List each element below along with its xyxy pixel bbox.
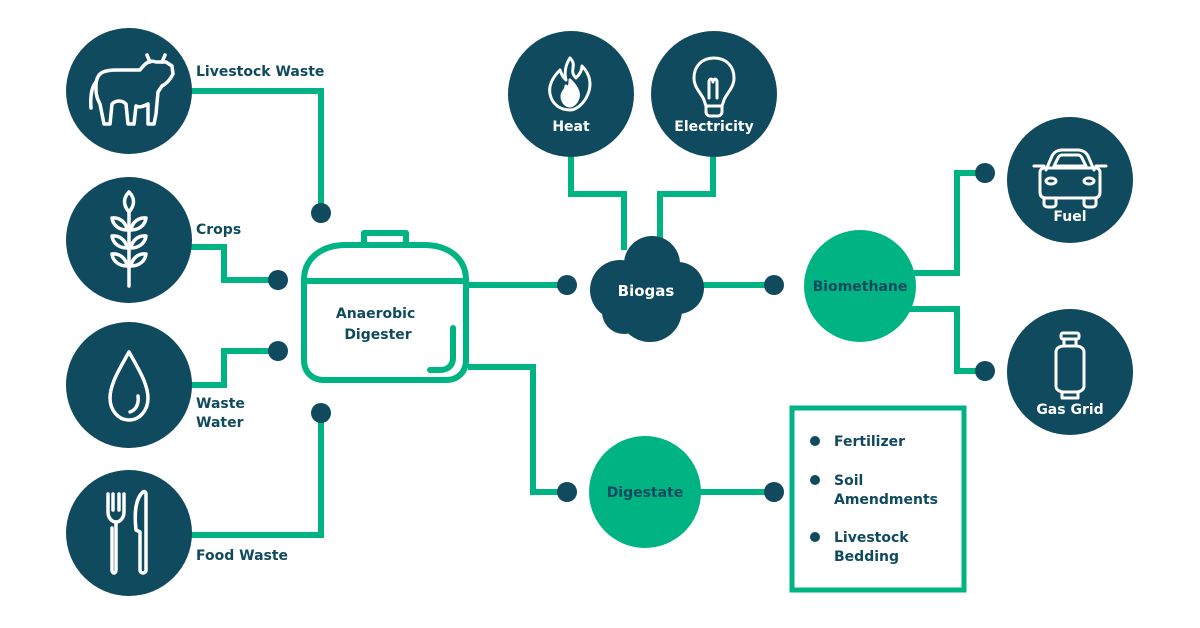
connector-dot (557, 275, 577, 295)
fork-knife-icon (106, 489, 148, 575)
bullet-icon (810, 436, 820, 446)
input-node-crops[interactable]: Crops (66, 177, 241, 303)
input-node-wastewater[interactable]: Waste Water (66, 322, 250, 448)
water-drop-icon (108, 350, 150, 422)
connector-dot (268, 270, 288, 290)
use-label-gasgrid: Gas Grid (1036, 402, 1103, 418)
connector-dot (311, 403, 331, 423)
use-node-electricity[interactable]: Electricity (651, 31, 777, 157)
input-label-crops: Crops (196, 222, 241, 238)
connector-heat (568, 150, 627, 250)
digester-node[interactable]: Anaerobic Digester (301, 230, 469, 383)
connector-livestock (186, 88, 324, 212)
connector-crops (186, 244, 278, 283)
biomethane-node[interactable]: Biomethane (804, 230, 916, 342)
flame-icon (548, 56, 592, 112)
use-label-heat: Heat (552, 119, 590, 135)
connector-dot (975, 163, 995, 183)
product-label: Soil Amendments (834, 473, 938, 508)
cloud-shape (590, 236, 704, 342)
use-node-fuel[interactable]: Fuel (1007, 117, 1133, 243)
use-node-gasgrid[interactable]: Gas Grid (1007, 309, 1133, 435)
input-node-livestock[interactable]: Livestock Waste (66, 28, 324, 154)
digestate-label: Digestate (607, 485, 684, 501)
input-label-foodwaste: Food Waste (196, 548, 288, 564)
digestate-node[interactable]: Digestate (589, 436, 701, 548)
connector-dot (764, 482, 784, 502)
bullet-icon (810, 475, 820, 485)
connector-foodwaste (186, 414, 324, 538)
use-label-electricity: Electricity (674, 119, 753, 135)
biomethane-label: Biomethane (813, 279, 908, 295)
connector-dot (764, 275, 784, 295)
bullet-icon (810, 532, 820, 542)
product-item: Soil Amendments (810, 473, 938, 508)
digestate-products-box: Fertilizer Soil Amendments Livestock Bed… (789, 405, 967, 593)
digester-label: Anaerobic Digester (336, 306, 420, 343)
input-label-wastewater: Waste Water (196, 396, 250, 431)
lightbulb-icon (692, 56, 736, 118)
connector-digester-digestate (468, 364, 566, 495)
product-item: Livestock Bedding (810, 530, 913, 565)
product-label: Livestock Bedding (834, 530, 913, 565)
input-node-foodwaste[interactable]: Food Waste (66, 470, 288, 596)
connector-gasgrid (905, 306, 985, 374)
cow-icon (89, 53, 175, 126)
connector-dot (557, 482, 577, 502)
connector-dot (975, 361, 995, 381)
biogas-label: Biogas (618, 282, 675, 300)
connector-dot (311, 203, 331, 223)
input-label-livestock: Livestock Waste (196, 64, 324, 80)
connector-electricity (657, 150, 716, 240)
biogas-node[interactable]: Biogas (590, 236, 704, 342)
gas-cylinder-icon (1054, 331, 1086, 400)
connector-fuel (905, 170, 985, 276)
product-item: Fertilizer (810, 434, 905, 450)
connector-wastewater (186, 348, 278, 388)
connector-dot (268, 341, 288, 361)
digester-tank-icon (301, 230, 469, 383)
wheat-icon (110, 190, 148, 288)
product-label: Fertilizer (834, 434, 905, 450)
use-label-fuel: Fuel (1053, 209, 1086, 225)
car-icon (1032, 148, 1108, 209)
use-node-heat[interactable]: Heat (508, 31, 634, 157)
